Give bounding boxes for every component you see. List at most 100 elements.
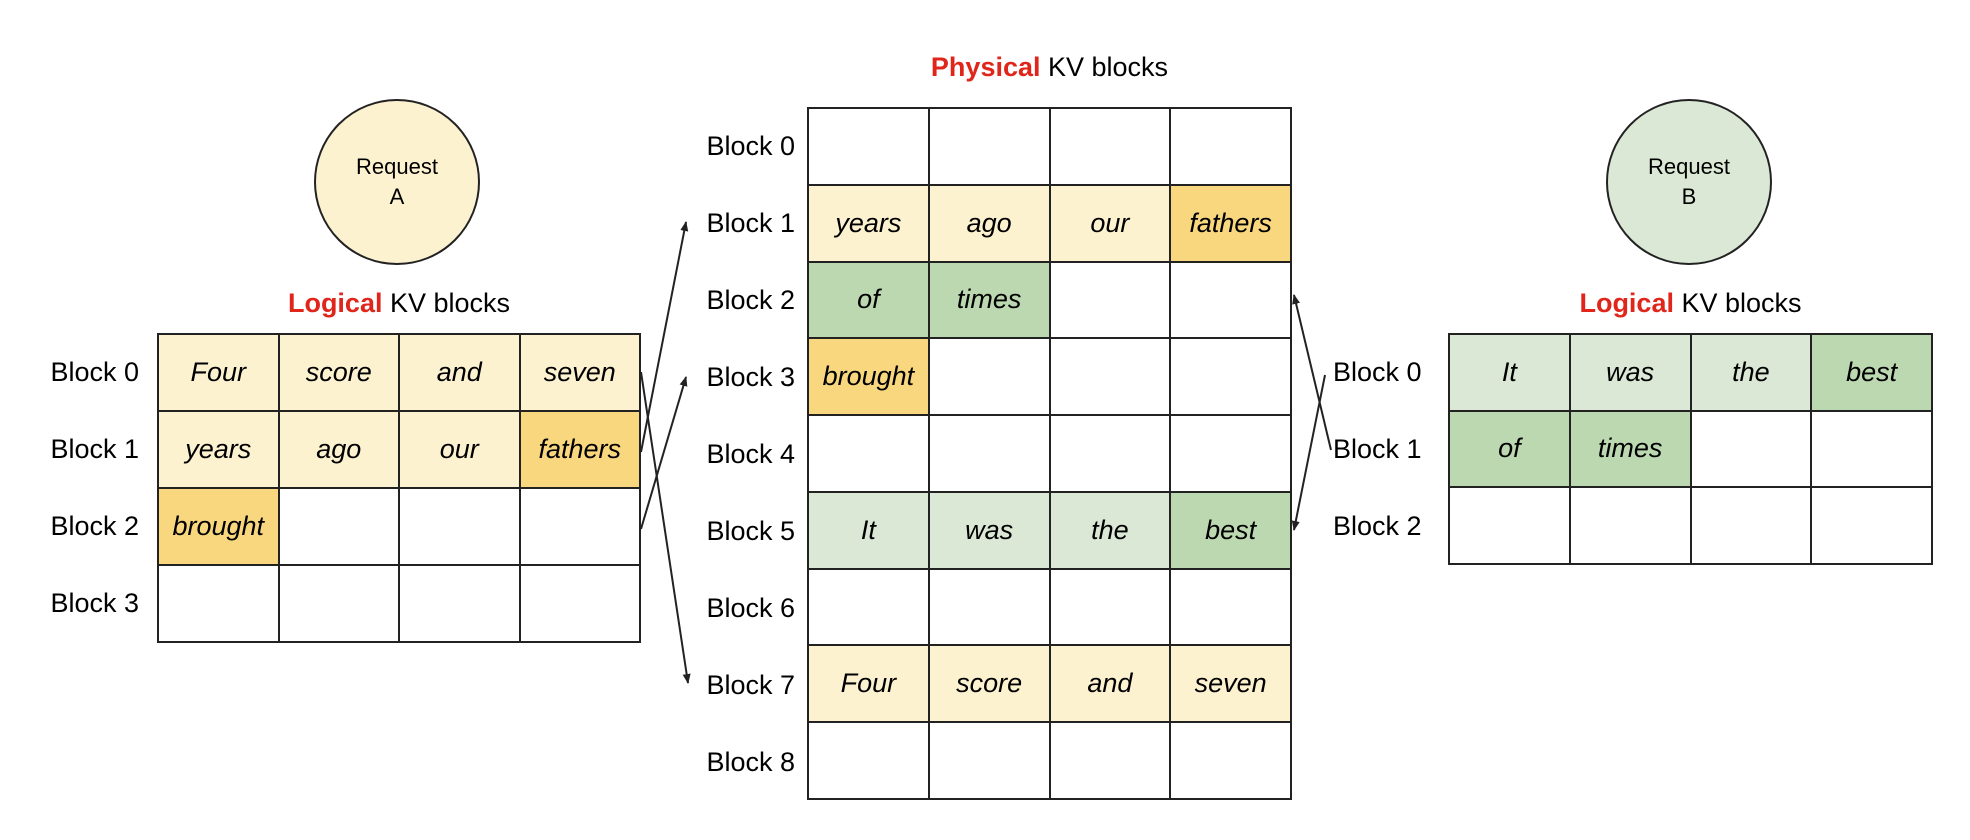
arrow-a-block1-to-physical-block1 (640, 221, 689, 453)
physical-kv-title: Physical KV blocks (807, 52, 1292, 83)
request-b-logical-title: Logical KV blocks (1448, 288, 1933, 319)
request-b-cell: of (1450, 411, 1571, 489)
physical-row-label: Block 6 (706, 592, 795, 623)
request-a-title-rest: KV blocks (382, 288, 511, 318)
request-a-cell: brought (159, 489, 280, 566)
request-b-cell: was (1570, 335, 1692, 412)
request-b-cell: times (1570, 411, 1692, 489)
physical-cell (809, 416, 930, 493)
physical-cell: It (809, 492, 930, 570)
request-b-cell (1812, 411, 1933, 489)
physical-cell (929, 339, 1051, 417)
request-a-line1: Request (356, 154, 438, 179)
physical-cell (1050, 416, 1172, 493)
request-b-cell: It (1450, 335, 1571, 412)
request-b-title-rest: KV blocks (1673, 288, 1802, 318)
physical-cell: fathers (1171, 185, 1292, 263)
physical-cell (1050, 109, 1172, 186)
request-b-row-label: Block 1 (1333, 433, 1422, 464)
physical-cell: was (929, 492, 1051, 570)
physical-cell: best (1171, 492, 1292, 570)
request-a-cell: and (400, 335, 521, 412)
request-a-cell: years (159, 412, 280, 489)
physical-row-label: Block 2 (706, 284, 795, 315)
physical-cell: years (809, 185, 930, 263)
request-a-cell (520, 489, 641, 566)
physical-cell (809, 723, 930, 800)
request-b-row-label: Block 0 (1333, 356, 1422, 387)
physical-cell (1171, 416, 1292, 493)
physical-title-rest: KV blocks (1040, 52, 1169, 82)
request-b-cell: the (1691, 335, 1813, 412)
physical-cell (1171, 262, 1292, 340)
request-b-cell (1691, 488, 1813, 565)
request-a-row-label: Block 2 (50, 510, 139, 541)
physical-cell: our (1050, 185, 1172, 263)
request-b-line1: Request (1648, 154, 1730, 179)
request-b-line2: B (1681, 184, 1697, 209)
physical-cell (1171, 339, 1292, 417)
request-a-row-label: Block 0 (50, 356, 139, 387)
physical-row-label: Block 1 (706, 207, 795, 238)
request-a-cell: score (279, 335, 400, 412)
physical-cell (809, 109, 930, 186)
request-b-cell: best (1812, 335, 1933, 412)
physical-cell (1171, 109, 1292, 186)
physical-cell (929, 109, 1051, 186)
physical-cell (1050, 339, 1172, 417)
request-b-cell (1570, 488, 1692, 565)
request-a-cell (279, 566, 400, 643)
physical-cell: brought (809, 339, 930, 417)
physical-cell: of (809, 262, 930, 340)
physical-row-label: Block 3 (706, 361, 795, 392)
physical-row-label: Block 5 (706, 515, 795, 546)
physical-row-label: Block 0 (706, 130, 795, 161)
request-a-cell (520, 566, 641, 643)
physical-cell (1171, 569, 1292, 647)
request-a-cell (159, 566, 280, 643)
physical-row-label: Block 4 (706, 438, 795, 469)
request-b-title-accent: Logical (1579, 288, 1674, 318)
physical-cell (1050, 262, 1172, 340)
physical-cell (1171, 723, 1292, 800)
arrow-b-block1-to-physical-block2 (1292, 294, 1332, 451)
request-a-row-label: Block 1 (50, 433, 139, 464)
physical-cell (1050, 723, 1172, 800)
request-a-cell: seven (520, 335, 641, 412)
physical-cell: seven (1171, 646, 1292, 724)
request-a-cell (400, 566, 521, 643)
physical-cell (1050, 569, 1172, 647)
request-b-cell (1450, 488, 1571, 565)
physical-cell: and (1050, 646, 1172, 724)
physical-cell: the (1050, 492, 1172, 570)
request-b-row-label: Block 2 (1333, 510, 1422, 541)
request-a-line2: A (389, 184, 405, 209)
request-a-circle: Request A (314, 99, 480, 265)
request-a-row-label: Block 3 (50, 587, 139, 618)
physical-row-label: Block 7 (706, 669, 795, 700)
physical-row-label: Block 8 (706, 746, 795, 777)
physical-cell: score (929, 646, 1051, 724)
physical-cell (929, 723, 1051, 800)
physical-cell (929, 416, 1051, 493)
request-a-cell (400, 489, 521, 566)
physical-cell: times (929, 262, 1051, 340)
physical-cell: Four (809, 646, 930, 724)
request-a-cell: ago (279, 412, 400, 489)
request-a-cell: our (400, 412, 521, 489)
request-a-cell: Four (159, 335, 280, 412)
physical-cell: ago (929, 185, 1051, 263)
physical-cell (929, 569, 1051, 647)
physical-cell (809, 569, 930, 647)
arrow-b-block0-to-physical-block5 (1291, 374, 1326, 531)
request-a-title-accent: Logical (287, 288, 383, 318)
request-a-cell: fathers (520, 412, 641, 489)
request-a-logical-title: Logical KV blocks (157, 288, 641, 319)
physical-title-accent: Physical (930, 52, 1041, 82)
request-b-cell (1812, 488, 1933, 565)
request-a-cell (279, 489, 400, 566)
request-b-cell (1691, 411, 1813, 489)
